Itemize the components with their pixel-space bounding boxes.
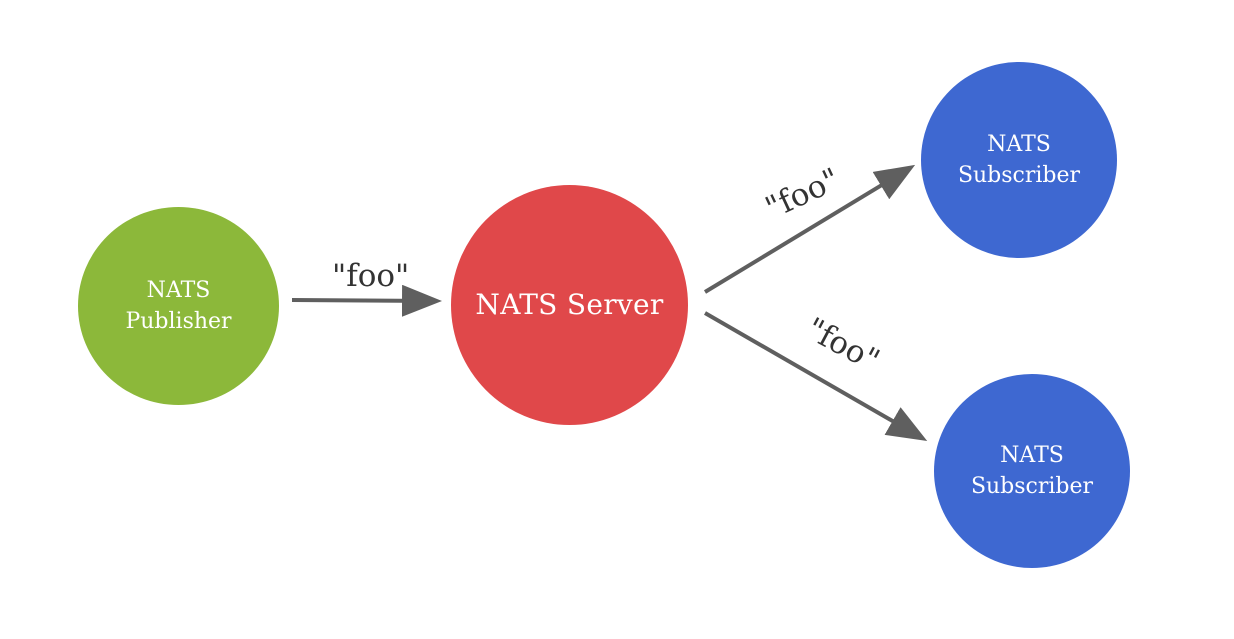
subscriber-bottom-label-line2: Subscriber bbox=[970, 474, 1094, 499]
nats-subscriber-top-node: NATS Subscriber bbox=[921, 62, 1117, 258]
arrow-server-to-subscriber-bottom bbox=[704, 311, 928, 441]
subscriber-top-label-line2: Subscriber bbox=[957, 163, 1081, 188]
subscriber-top-label-line1: NATS bbox=[987, 131, 1051, 157]
nats-publisher-node: NATS Publisher bbox=[78, 207, 279, 405]
arrow-publisher-to-server bbox=[291, 284, 442, 317]
nats-server-node: NATS Server bbox=[451, 185, 688, 425]
server-label: NATS Server bbox=[475, 288, 664, 322]
publisher-label-line2: Publisher bbox=[125, 309, 232, 334]
arrow-server-to-subscriber-top bbox=[703, 164, 916, 294]
subscriber-bottom-label-line1: NATS bbox=[1000, 442, 1064, 468]
edge-label-publisher-to-server: "foo" bbox=[332, 258, 410, 294]
nats-subscriber-bottom-node: NATS Subscriber bbox=[934, 374, 1130, 568]
publisher-label-line1: NATS bbox=[146, 277, 211, 303]
